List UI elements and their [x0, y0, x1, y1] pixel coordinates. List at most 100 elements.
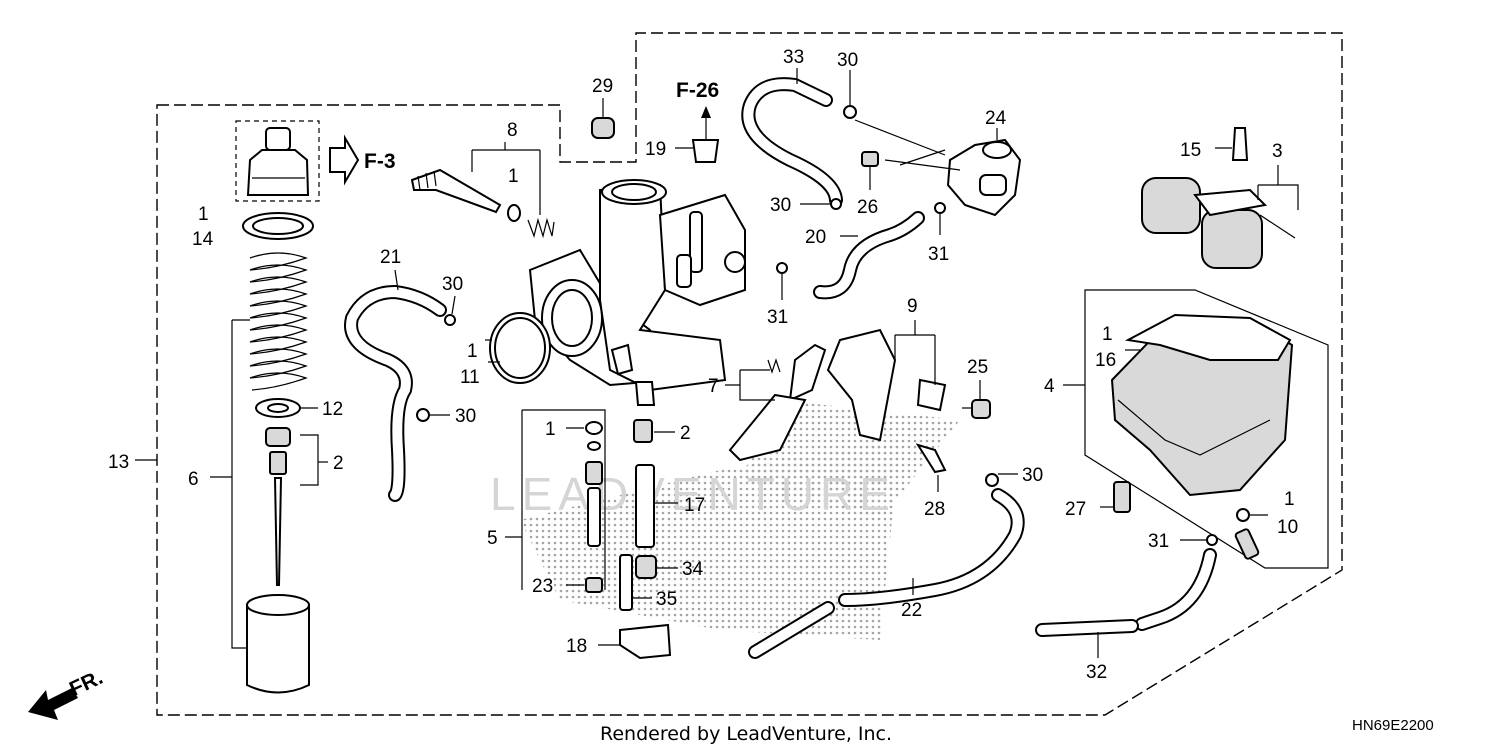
- clip-31-right: [1180, 534, 1218, 546]
- callout-6: 6: [188, 469, 199, 490]
- hose-21: [344, 269, 447, 502]
- hose-33: [741, 77, 843, 207]
- washer-10: [1234, 508, 1268, 560]
- watermark-text: LEADVENTURE: [490, 468, 896, 520]
- callout-31c: 31: [1148, 531, 1169, 552]
- callout-11: 11: [460, 367, 480, 388]
- callout-33: 33: [783, 47, 804, 68]
- spring-8: [527, 217, 555, 239]
- jet-2: [633, 419, 675, 443]
- bolt-26: [861, 151, 879, 190]
- watermark: LEADVENTURE: [490, 400, 960, 640]
- callout-1c: 1: [467, 341, 478, 362]
- callout-10: 10: [1277, 517, 1298, 538]
- callout-9: 9: [907, 296, 918, 317]
- clip-31-mid: [776, 262, 788, 300]
- drain-18: [598, 623, 672, 660]
- screw-27: [1100, 481, 1131, 513]
- needle-jet-17: [635, 464, 678, 548]
- callout-31b: 31: [767, 307, 788, 328]
- screw-35: [619, 554, 652, 611]
- callout-34: 34: [682, 559, 704, 580]
- callout-2b: 2: [680, 423, 691, 444]
- clip-30-low: [416, 408, 450, 422]
- callout-labels: 1 14 13 6 12 2 8 1 29 19 33 30 24 30 26 …: [108, 47, 1298, 683]
- callout-4: 4: [1044, 376, 1055, 397]
- bracket-9: [826, 320, 947, 442]
- cap-part: [246, 127, 310, 196]
- clip-30-mid: [800, 198, 842, 210]
- clip-31-top: [934, 202, 946, 235]
- callout-29: 29: [592, 76, 613, 97]
- callout-13: 13: [108, 452, 129, 473]
- callout-22: 22: [901, 600, 922, 621]
- callout-15: 15: [1180, 140, 1201, 161]
- screw-8: [410, 168, 502, 214]
- callout-1: 1: [198, 204, 209, 225]
- callout-8: 8: [507, 120, 518, 141]
- callout-2: 2: [333, 453, 344, 474]
- jet-assembly-5: [505, 409, 606, 593]
- grommet-29: [591, 98, 615, 139]
- callout-17: 17: [684, 495, 705, 516]
- callout-3: 3: [1272, 141, 1283, 162]
- float-valve-15: [1215, 127, 1249, 161]
- bolt-25: [962, 380, 991, 419]
- clip-30-left: [444, 295, 456, 326]
- callout-27: 27: [1065, 499, 1086, 520]
- grommet-19: [675, 106, 720, 163]
- assembly-outline: [156, 32, 1343, 716]
- callout-7: 7: [708, 376, 719, 397]
- callout-23: 23: [532, 576, 553, 597]
- jet-34: [635, 555, 678, 579]
- reference-f26: F-26: [676, 79, 719, 102]
- callout-31a: 31: [928, 244, 949, 265]
- carburetor-body: [528, 179, 746, 406]
- f3-arrow-icon: [329, 134, 360, 186]
- callout-35: 35: [656, 589, 677, 610]
- screw-28: [915, 443, 947, 492]
- clip-30-top: [843, 105, 857, 119]
- clip-30-right: [985, 473, 1018, 487]
- throttle-piston: [246, 594, 310, 694]
- callout-14: 14: [192, 229, 214, 250]
- float-3: [1141, 165, 1299, 269]
- callout-30d: 30: [455, 406, 476, 427]
- callout-19: 19: [645, 139, 666, 160]
- washer-1-screw: [507, 204, 521, 222]
- callout-30a: 30: [837, 50, 858, 71]
- spring-6: [249, 252, 308, 391]
- hose-32: [1035, 548, 1217, 658]
- callout-1d: 1: [1102, 324, 1113, 345]
- callout-28: 28: [924, 499, 945, 520]
- needle-clip-2: [265, 427, 291, 475]
- float-chamber-4: [1110, 313, 1294, 497]
- hose-22: [748, 488, 1025, 659]
- callout-30e: 30: [1022, 465, 1043, 486]
- callout-12: 12: [322, 399, 343, 420]
- callout-20: 20: [805, 227, 826, 248]
- reference-f3: F-3: [364, 150, 396, 173]
- callout-26: 26: [857, 197, 878, 218]
- hose-20: [813, 211, 925, 300]
- diagram-code: HN69E2200: [1352, 717, 1434, 734]
- fuel-valve-24: [946, 128, 1022, 217]
- callout-21: 21: [380, 247, 401, 268]
- callout-30b: 30: [770, 195, 791, 216]
- choke-lever-7: [725, 343, 827, 462]
- callout-1b: 1: [508, 166, 519, 187]
- callout-25: 25: [967, 357, 988, 378]
- callout-32: 32: [1086, 662, 1107, 683]
- callout-1e: 1: [545, 419, 556, 440]
- callout-24: 24: [985, 108, 1007, 129]
- callout-18: 18: [566, 636, 587, 657]
- float-chamber-box: [1084, 289, 1329, 569]
- callout-1f: 1: [1284, 489, 1295, 510]
- jet-needle: [273, 477, 283, 586]
- callout-16: 16: [1095, 350, 1116, 371]
- callout-5: 5: [487, 528, 498, 549]
- callout-30c: 30: [442, 274, 463, 295]
- front-arrow-icon: [28, 688, 78, 720]
- footer-rendered-by: Rendered by LeadVenture, Inc.: [600, 723, 892, 745]
